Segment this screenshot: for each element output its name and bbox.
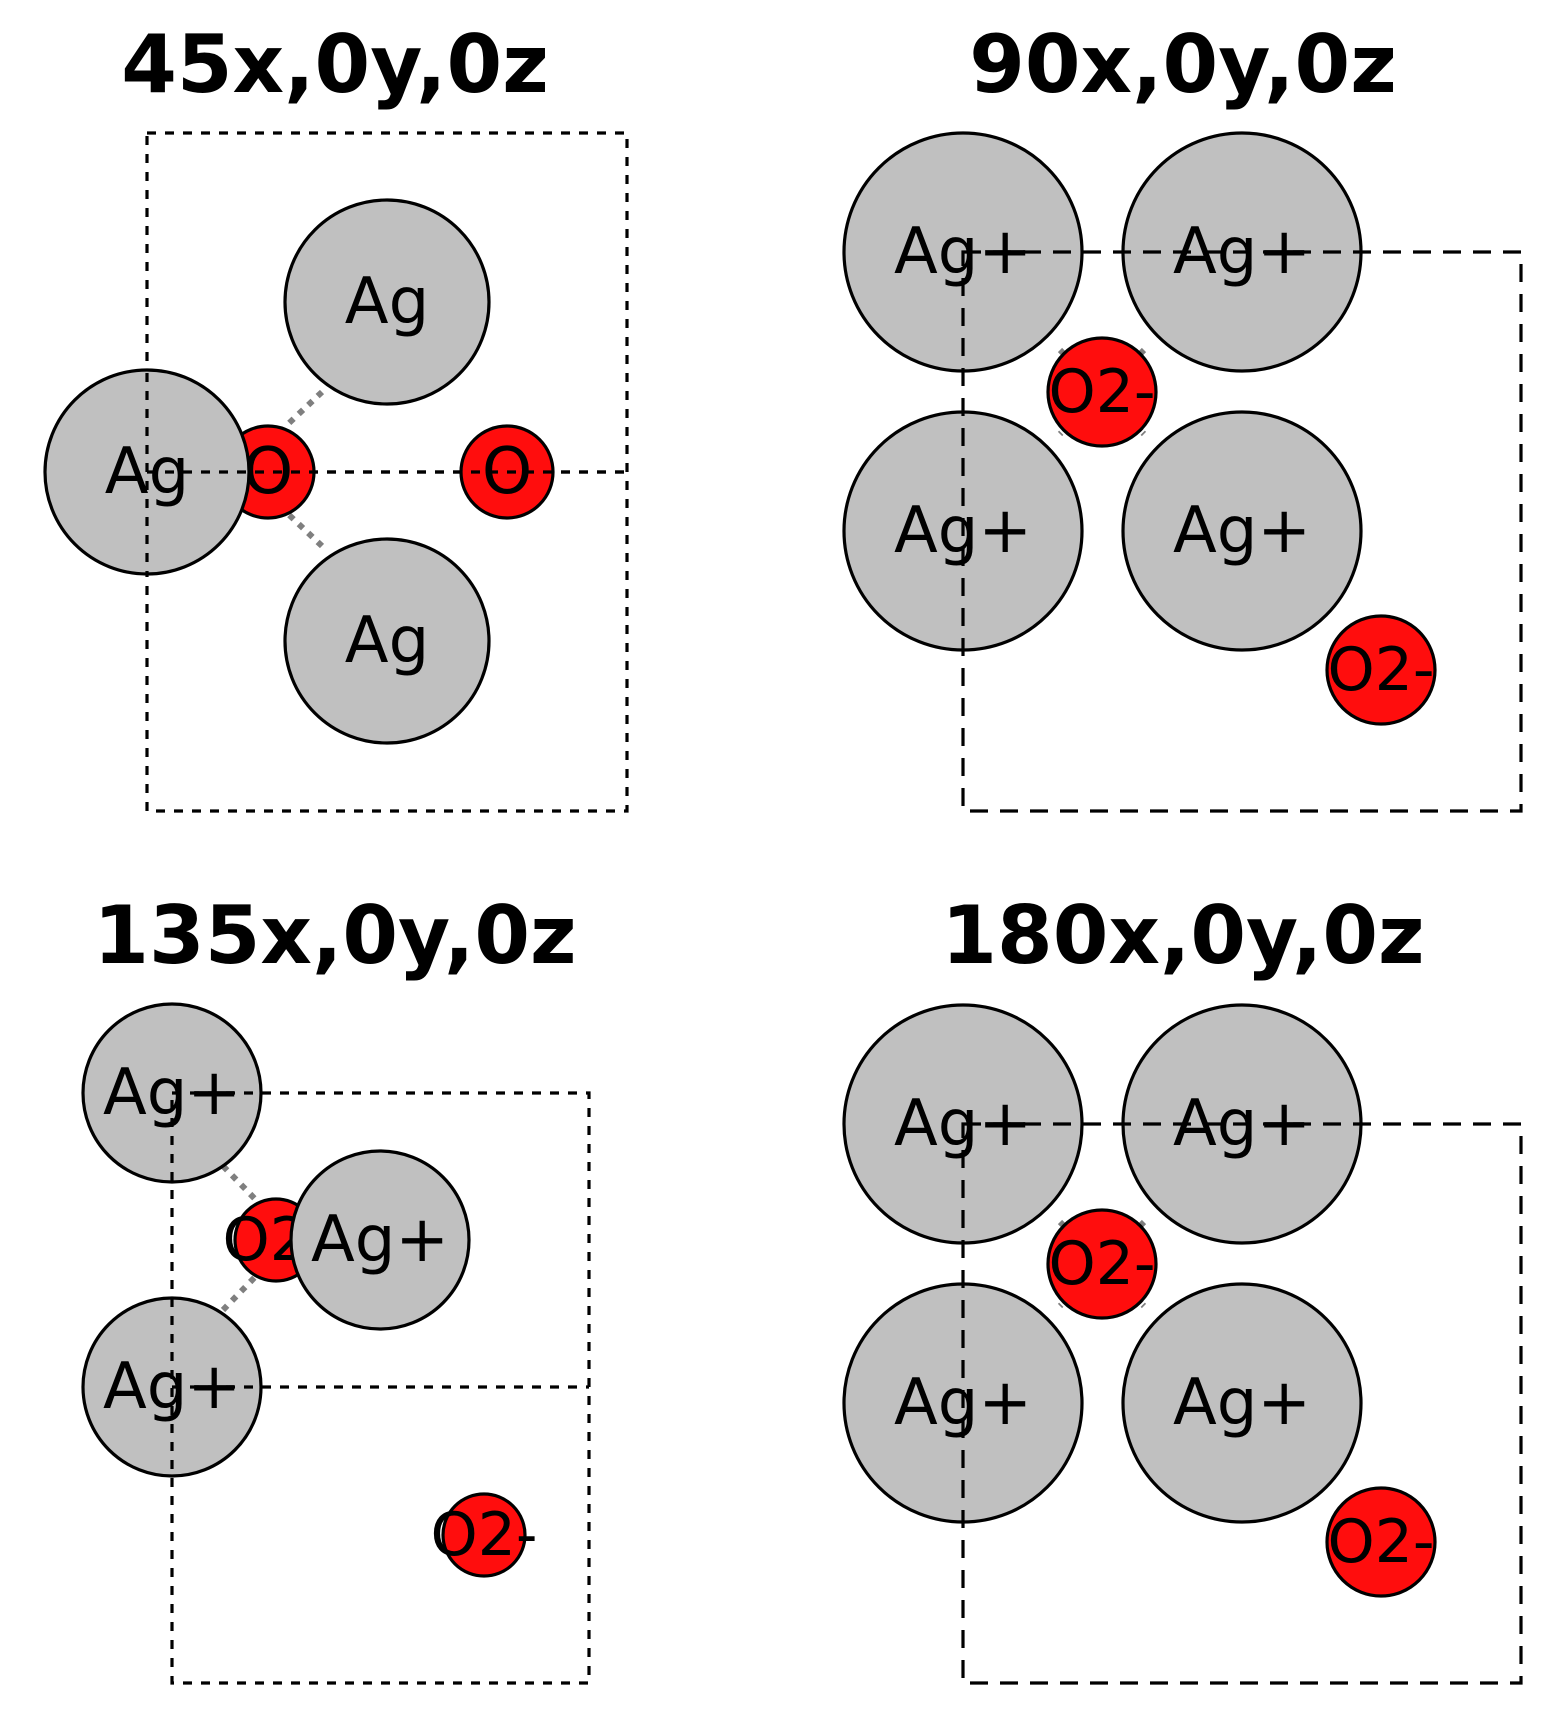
atom-circle	[1121, 410, 1363, 652]
atom-label: O	[243, 435, 293, 509]
atom-circle	[441, 1492, 527, 1578]
atom-label: Ag	[345, 604, 429, 678]
atom-label: Ag+	[311, 1203, 449, 1277]
panel-title: 90x,0y,0z	[969, 18, 1397, 111]
panel-135x: 135x,0y,0z Ag+ Ag+ O2- Ag+ O2-	[81, 889, 591, 1685]
atom-circle	[1121, 1282, 1363, 1524]
atom-circle	[289, 1149, 471, 1331]
atom-label: O2-	[430, 1500, 537, 1570]
atom-ag-plus: Ag+	[1121, 410, 1363, 652]
panel-title: 45x,0y,0z	[121, 18, 549, 111]
atom-ag-plus: Ag+	[289, 1149, 471, 1331]
atom-ag-plus: Ag+	[1121, 1282, 1363, 1524]
atom-o2-minus: O2-	[1325, 614, 1437, 726]
bond	[284, 510, 325, 549]
atom-circle	[1046, 1208, 1158, 1320]
unit-cell-outline	[145, 131, 629, 813]
atom-ag: Ag	[283, 198, 491, 406]
atom-o2-minus: O2-	[430, 1492, 538, 1578]
panel-180x: 180x,0y,0z Ag+ Ag+ Ag+ Ag+ O2- O2-	[842, 889, 1523, 1685]
atom-label: O2-	[1048, 357, 1155, 427]
atom-ag: Ag	[283, 537, 491, 745]
atom-label: O2-	[1048, 1229, 1155, 1299]
unit-cell-outline	[961, 1122, 1523, 1685]
panel-title: 135x,0y,0z	[93, 889, 576, 982]
atom-label: O2-	[1327, 635, 1434, 705]
panel-45x: 45x,0y,0z Ag Ag O Ag O	[43, 18, 629, 813]
atom-o2-minus: O2-	[1046, 336, 1158, 448]
panel-title: 180x,0y,0z	[941, 889, 1424, 982]
atom-circle	[283, 537, 491, 745]
atom-circle	[283, 198, 491, 406]
atom-o2-minus: O2-	[1046, 1208, 1158, 1320]
atom-o2-minus: O2-	[1325, 1486, 1437, 1598]
atom-label: Ag	[345, 265, 429, 339]
bond	[220, 1273, 259, 1313]
unit-cell-outline	[961, 250, 1523, 813]
atom-circle	[1325, 614, 1437, 726]
atom-label: Ag+	[1173, 494, 1311, 568]
atom-label: O2-	[1327, 1507, 1434, 1577]
atom-circle	[1325, 1486, 1437, 1598]
atom-circle	[1046, 336, 1158, 448]
atom-label: Ag+	[1173, 1366, 1311, 1440]
bond	[220, 1163, 259, 1203]
bond	[284, 389, 325, 428]
panel-90x: 90x,0y,0z Ag+ Ag+ Ag+ Ag+ O2- O2-	[842, 18, 1523, 813]
